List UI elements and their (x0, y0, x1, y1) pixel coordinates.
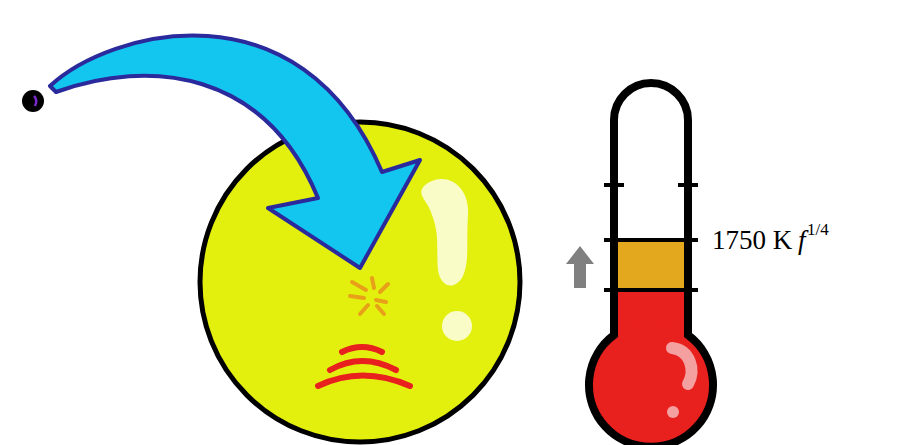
heat-wave (330, 361, 396, 370)
exponent: 1/4 (807, 221, 829, 238)
rise-arrow (566, 246, 594, 288)
impactor-dot (22, 90, 44, 112)
impact-burst (350, 278, 388, 314)
trajectory-arrow (50, 35, 420, 268)
planet-highlight-dot (442, 311, 472, 341)
planet-highlight (421, 179, 468, 285)
impactor-highlight (34, 96, 36, 106)
temperature-value: 1750 K (712, 227, 792, 254)
heat-wave (318, 376, 410, 387)
heat-wave (342, 347, 382, 352)
factor-symbol: f (798, 227, 806, 254)
thermometer (589, 83, 713, 445)
